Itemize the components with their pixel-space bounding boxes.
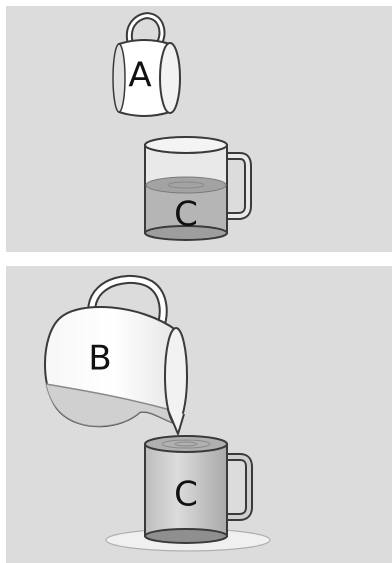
panel-top: A C bbox=[6, 6, 392, 252]
pitcher-b-rim bbox=[165, 328, 187, 424]
mug-c-bottom-rim bbox=[145, 436, 227, 452]
small-cup-a-base bbox=[113, 44, 125, 112]
label-c-top: C bbox=[174, 195, 198, 235]
mug-c-top-water-surface bbox=[146, 177, 226, 193]
panel-bottom: B C bbox=[6, 266, 392, 563]
label-b: B bbox=[88, 339, 111, 379]
mug-c-top-rim bbox=[145, 137, 227, 153]
label-a: A bbox=[128, 56, 151, 96]
small-cup-a-rim bbox=[160, 43, 180, 113]
label-c-bottom: C bbox=[174, 475, 198, 515]
mug-c-bottom-bottom bbox=[145, 529, 227, 543]
